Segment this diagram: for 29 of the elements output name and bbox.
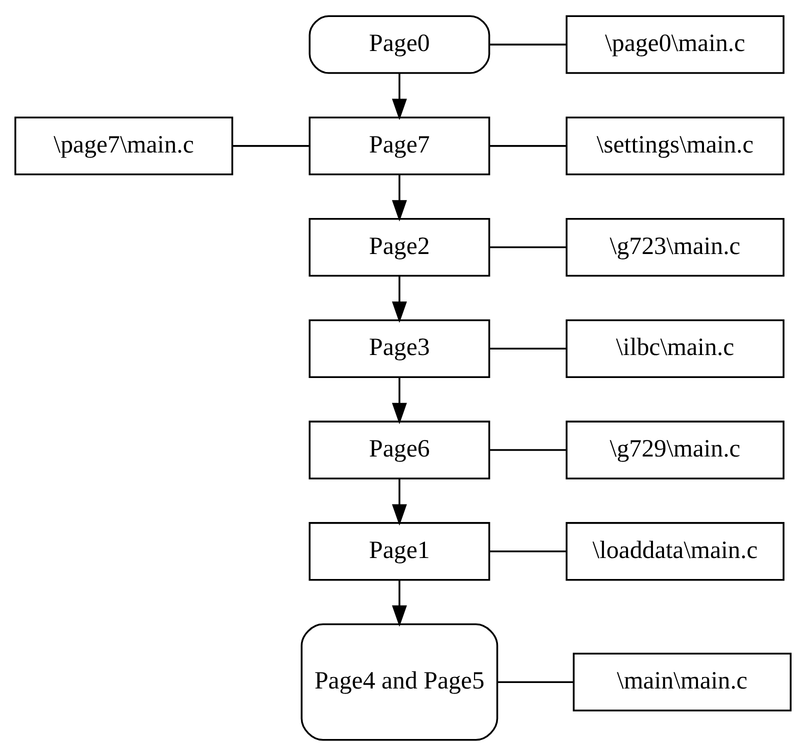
- arrow: [392, 377, 407, 424]
- arrow: [392, 580, 407, 627]
- arrow: [392, 73, 407, 120]
- node-box: \page7\main.c: [14, 116, 234, 176]
- connector: [489, 44, 566, 46]
- node-box: Page1: [308, 522, 490, 581]
- connector: [489, 246, 566, 248]
- node-box: Page6: [308, 420, 490, 480]
- connector: [498, 681, 574, 683]
- node-box: Page3: [308, 319, 490, 378]
- node-box: \page0\main.c: [566, 15, 784, 74]
- node-box: \settings\main.c: [566, 116, 784, 176]
- connector: [489, 550, 566, 552]
- node-box: Page4 and Page5: [300, 623, 498, 741]
- node-box: \g723\main.c: [566, 218, 784, 277]
- node-box: Page7: [308, 116, 490, 176]
- arrow: [392, 478, 407, 526]
- node-box: Page2: [308, 218, 490, 277]
- arrow: [392, 174, 407, 222]
- node-box: Page0: [308, 15, 490, 74]
- node-box: \loaddata\main.c: [566, 522, 784, 581]
- arrow: [392, 276, 407, 323]
- connector: [489, 449, 566, 451]
- node-box: \main\main.c: [572, 652, 792, 712]
- node-box: \g729\main.c: [566, 420, 784, 480]
- connector: [232, 145, 310, 147]
- connector: [489, 145, 566, 147]
- connector: [489, 348, 566, 350]
- node-box: \ilbc\main.c: [566, 319, 784, 378]
